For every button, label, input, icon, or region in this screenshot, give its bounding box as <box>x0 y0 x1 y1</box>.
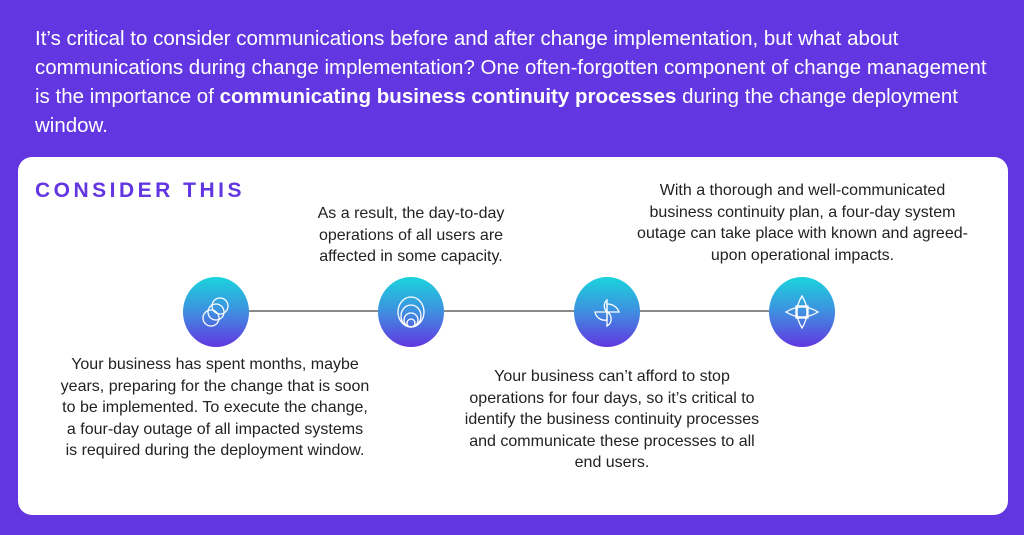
step-2-text: As a result, the day-to-day operations o… <box>317 205 505 265</box>
overlapping-circles-icon <box>183 277 249 347</box>
intro-bold-text: communicating business continuity proces… <box>219 85 677 108</box>
pinwheel-icon <box>574 277 640 347</box>
intro-paragraph: It’s critical to consider communications… <box>35 24 995 140</box>
intro-text: It’s critical to consider communications… <box>35 27 987 108</box>
content-card <box>18 157 1008 515</box>
intro-text-end: during the change deployment window. <box>35 85 958 137</box>
compass-star-icon <box>769 277 835 347</box>
timeline-line <box>216 310 802 312</box>
step-1-text: Your business has spent months, maybe ye… <box>60 356 370 459</box>
step-4-text: With a thorough and well-communicated bu… <box>637 182 968 264</box>
section-heading: CONSIDER THIS <box>35 179 246 202</box>
nested-circles-icon <box>378 277 444 347</box>
step-3-text: Your business can’t afford to stop opera… <box>464 368 760 471</box>
